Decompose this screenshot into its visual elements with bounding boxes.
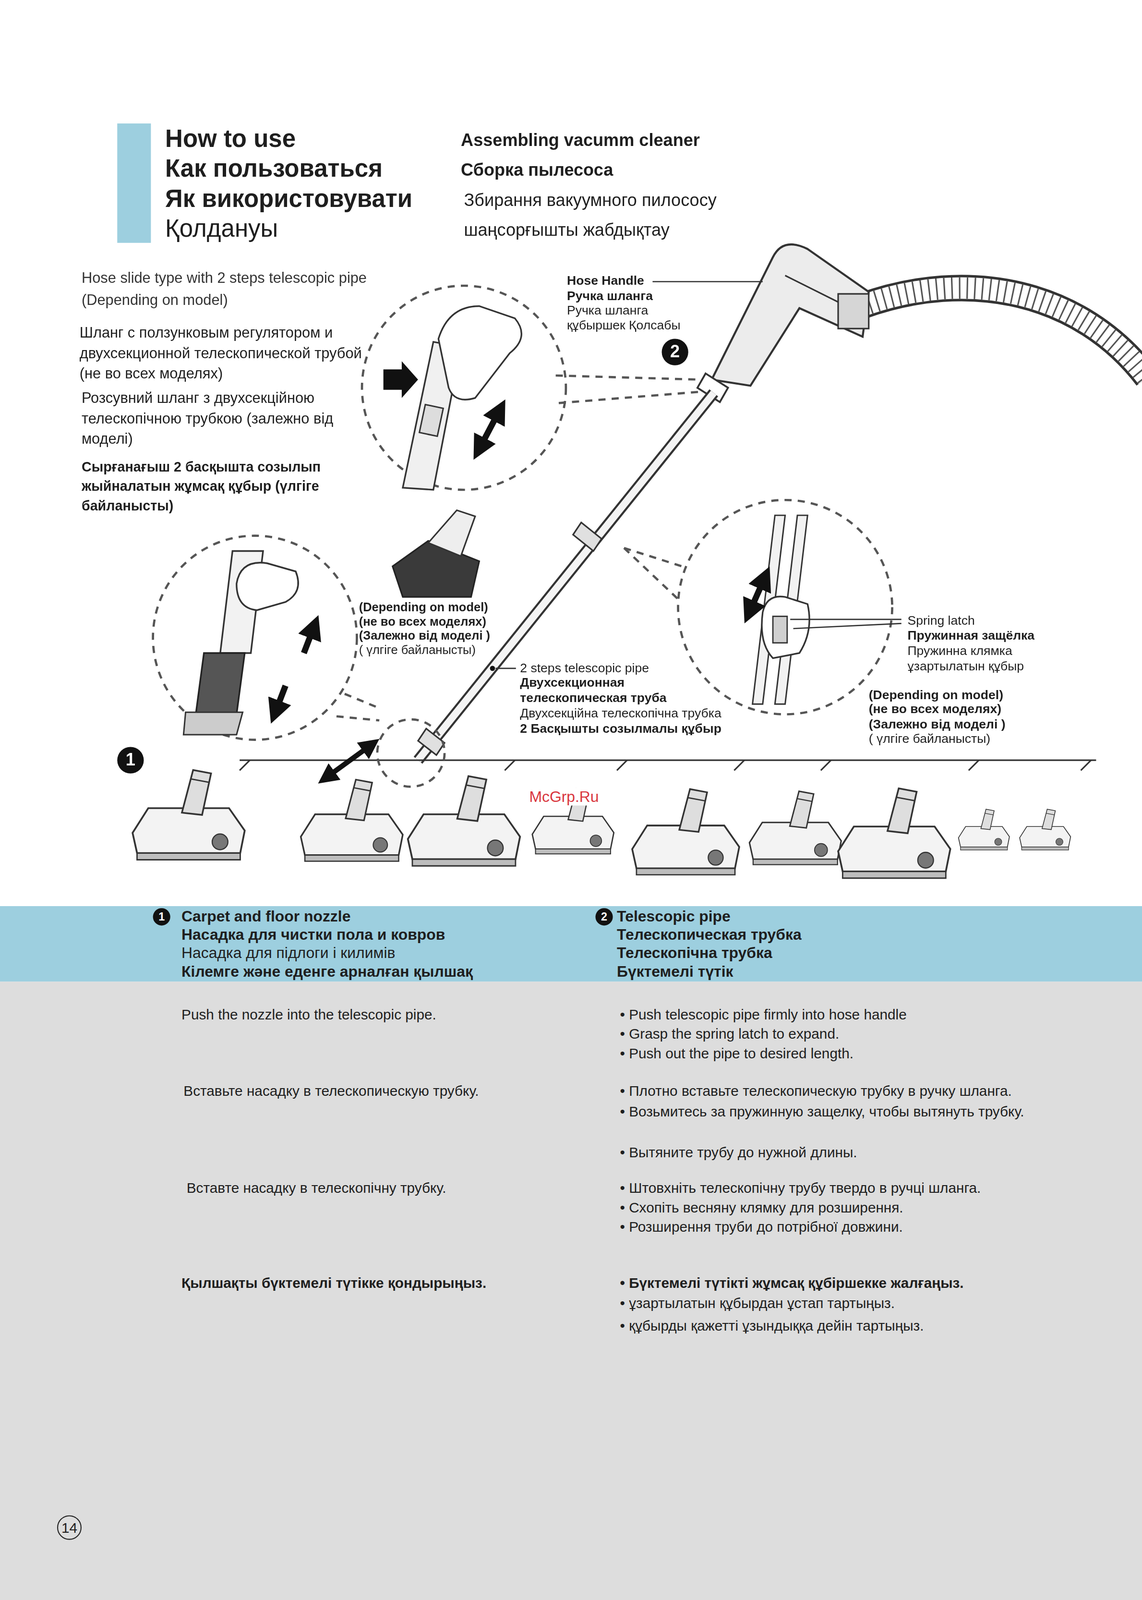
part-label: ( үлгіге байланысты) — [868, 731, 991, 747]
part-label: (Depending on model) — [359, 601, 489, 615]
section-heading: Carpet and floor nozzle — [181, 906, 351, 925]
instruction-text: • Плотно вставьте телескопическую трубку… — [619, 1082, 1012, 1099]
part-label: Двухсекционная телескопическая труба — [519, 675, 674, 706]
part-label: Як використовувати — [165, 184, 413, 214]
instruction-text: • Push out the pipe to desired length. — [619, 1044, 854, 1061]
instruction-text: • Вытяните трубу до нужной длины. — [619, 1143, 857, 1160]
page-title: How to use — [165, 124, 296, 153]
section-heading: Телескопічна трубка — [616, 943, 773, 962]
part-label: 2 steps telescopic pipe — [519, 661, 650, 676]
nozzles — [132, 744, 1071, 878]
brush-nozzle — [392, 510, 480, 598]
callout-number: 2 — [595, 907, 613, 926]
instruction-text: • құбырды қажетті ұзындыққа дейін тартың… — [619, 1316, 924, 1334]
part-label: Ручка шланга — [566, 288, 653, 304]
part-label: Двухсекційна телескопічна трубка — [519, 706, 722, 722]
section-heading: Кілемге және еденге арналған қылшақ — [181, 961, 473, 980]
part-label: Assembling vacumm cleaner — [460, 130, 700, 151]
instruction-text: Вставьте насадку в телескопическую трубк… — [183, 1082, 479, 1099]
instruction-text: Қылшақты бүктемелі түтікке қондырыңыз. — [181, 1274, 487, 1291]
part-label: Hose slide type with 2 steps telescopic … — [81, 269, 367, 287]
title-bar — [117, 123, 151, 243]
part-label: 2 Басқышты созылмалы құбыр — [519, 721, 722, 736]
section-heading: Насадка для підлоги і килимів — [181, 943, 396, 962]
part-label: Как пользоваться — [165, 154, 383, 183]
part-label: Збирання вакуумного пилососу — [463, 190, 717, 211]
part-label: Қолдануы — [165, 214, 278, 243]
instruction-text: • Штовхніть телескопічну трубу твердо в … — [619, 1179, 981, 1196]
instruction-panel: Push the nozzle into the telescopic pipe… — [0, 981, 1142, 1600]
part-label: Розсувний шланг з двухсекційною телескоп… — [81, 387, 362, 450]
section-heading: Телескопическая трубка — [616, 925, 802, 943]
instruction-text: • Grasp the spring latch to expand. — [619, 1025, 840, 1042]
part-label: (Залежно від моделі ) — [868, 717, 1006, 733]
page-number: 14 — [57, 1514, 82, 1540]
instruction-text: • Push telescopic pipe firmly into hose … — [619, 1005, 907, 1022]
part-label: Пружинная защёлка — [907, 628, 1035, 644]
instruction-text: • ұзартылатын құбырдан ұстап тартыңыз. — [619, 1294, 895, 1311]
callout-number: 1 — [117, 746, 144, 774]
part-label: Сырғанағыш 2 басқышта созылып жыйналатын… — [81, 456, 362, 516]
instruction-text: Push the nozzle into the telescopic pipe… — [181, 1005, 437, 1022]
part-label: Ручка шланга — [566, 302, 649, 318]
part-label: Spring latch — [907, 613, 975, 628]
section-heading: Насадка для чистки пола и ковров — [181, 925, 445, 943]
hose-handle — [652, 244, 869, 402]
instruction-text: • Схопіть весняну клямку для розширення. — [619, 1198, 903, 1215]
part-label: Hose Handle — [566, 273, 645, 289]
part-label: шаңсорғышты жабдықтау — [463, 220, 670, 241]
part-label: құбыршек Қолсабы — [566, 318, 681, 334]
watermark: McGrp.Ru — [527, 787, 602, 806]
part-label: Шланг с ползунковым регулятором и двухсе… — [79, 322, 371, 385]
section-heading: Бүктемелі түтік — [616, 961, 734, 980]
hose — [861, 288, 1142, 378]
ground-line — [239, 759, 1096, 770]
detail-spring-latch — [749, 515, 902, 704]
instruction-text: • Бүктемелі түтікті жұмсақ құбіршекке жа… — [619, 1274, 964, 1291]
instruction-text: • Розширення труби до потрібної довжини. — [619, 1217, 903, 1235]
section-heading: Telescopic pipe — [616, 906, 731, 925]
part-label: (не во всех моделях) — [359, 614, 487, 629]
part-label: (Залежно від моделі ) — [359, 629, 491, 644]
heading-band: Carpet and floor nozzleНасадка для чистк… — [0, 905, 1142, 982]
part-label: Пружинна клямка — [907, 643, 1012, 659]
instruction-text: • Возьмитесь за пружинную защелку, чтобы… — [619, 1101, 1044, 1121]
instruction-text: Вставте насадку в телескопічну трубку. — [186, 1179, 447, 1196]
part-label: (Depending on model) — [868, 687, 1004, 703]
callout-number: 1 — [153, 907, 171, 926]
detail-hose-slide — [383, 306, 522, 491]
callout-number: 2 — [661, 338, 689, 366]
part-label: (Depending on model) — [81, 291, 229, 309]
part-label: (не во всех моделях) — [868, 701, 1002, 717]
part-label: ұзартылатын құбыр — [907, 659, 1024, 674]
part-label: Сборка пылесоса — [460, 160, 614, 181]
part-label: ( үлгіге байланысты) — [359, 643, 476, 658]
detail-nozzle-joint — [183, 551, 314, 735]
